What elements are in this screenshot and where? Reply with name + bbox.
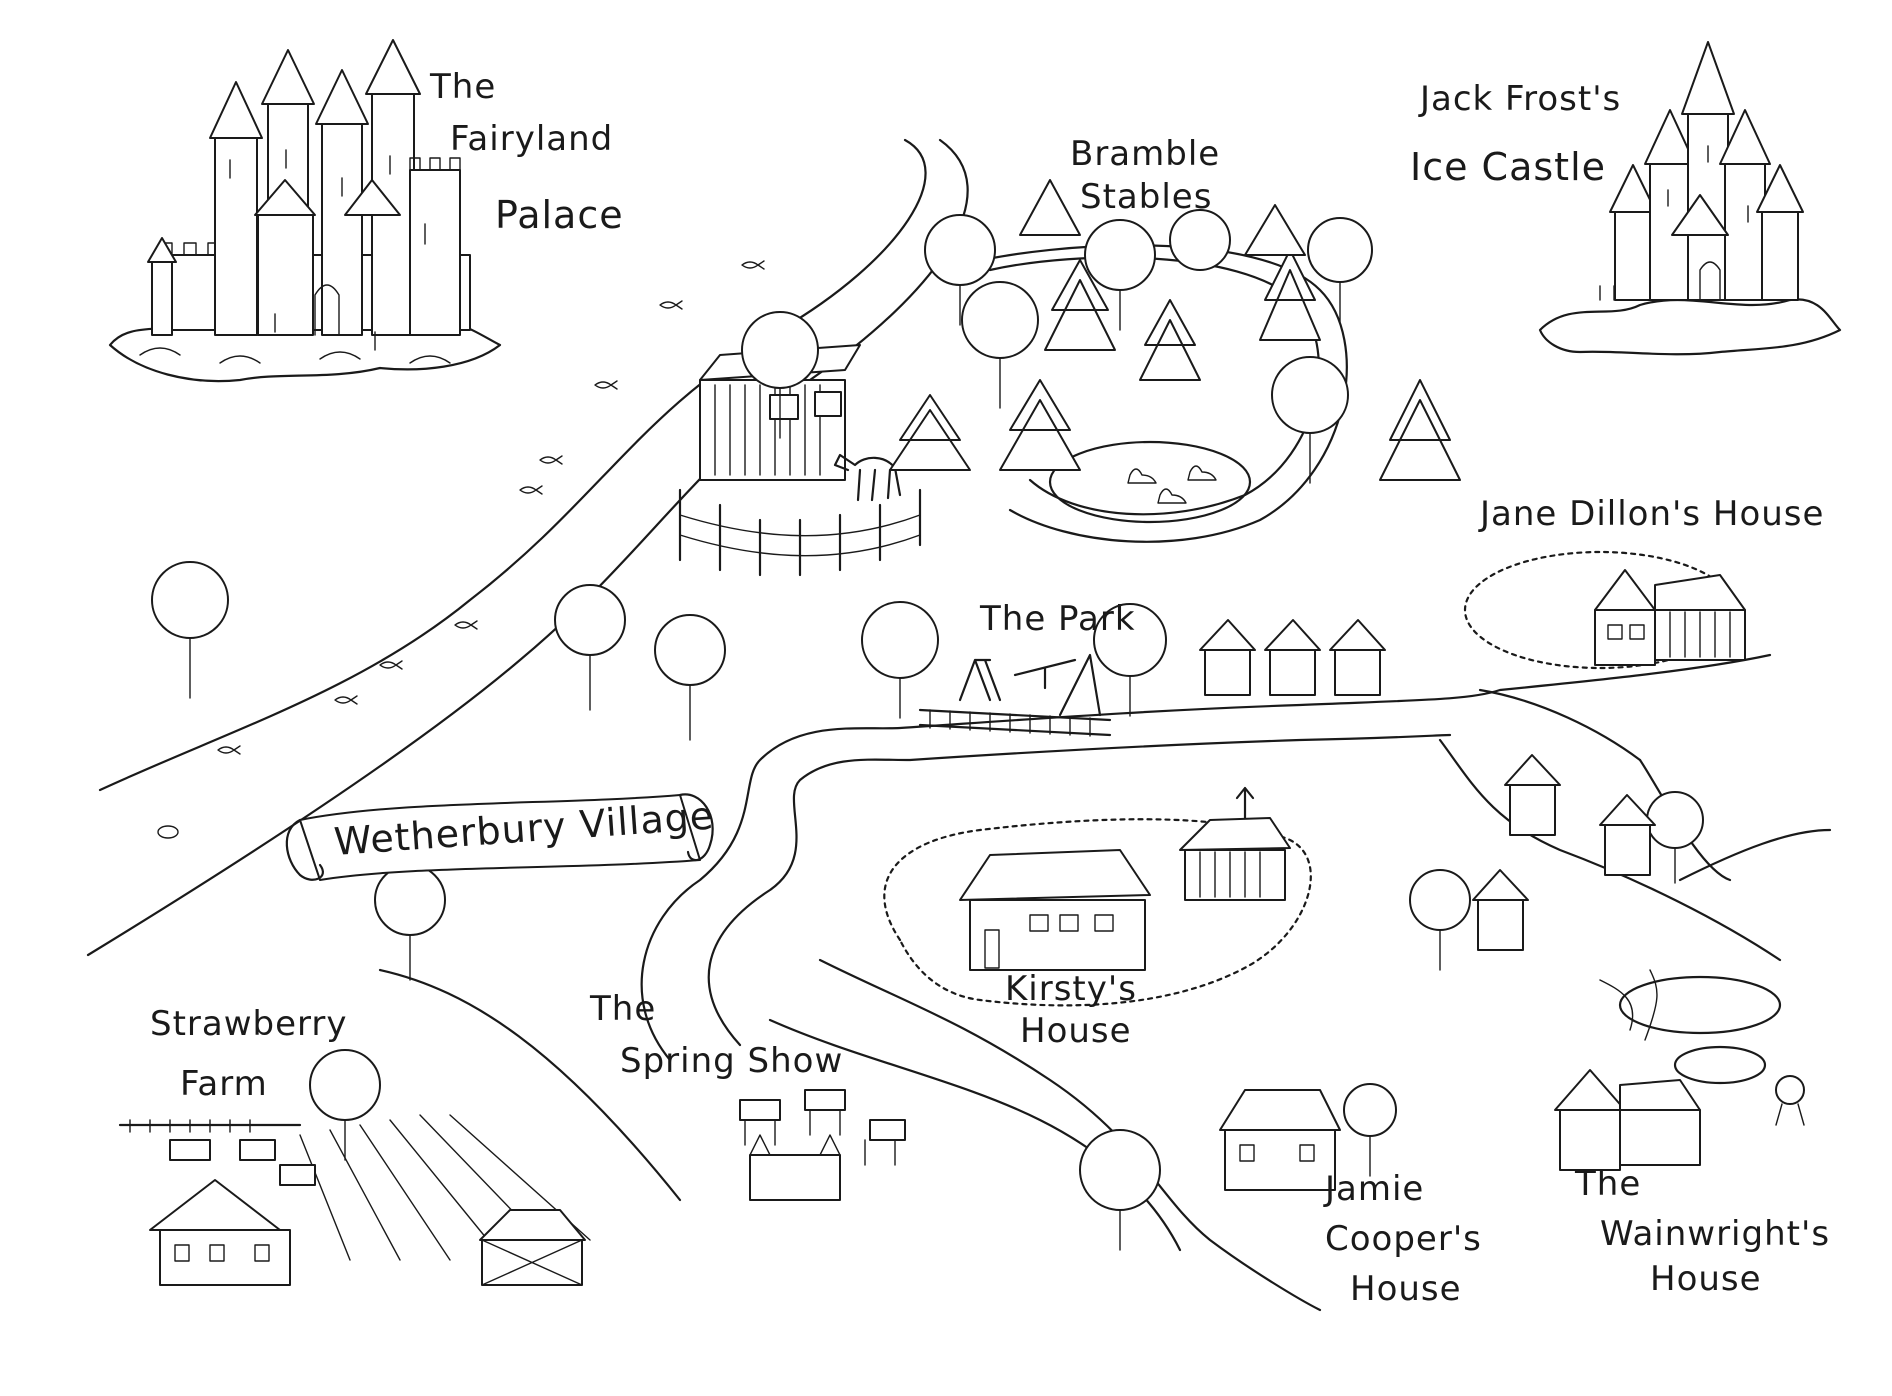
wainwrights-label-1: The xyxy=(1574,1164,1641,1204)
wainwrights-house xyxy=(1554,969,1805,1171)
village-trees xyxy=(151,561,1704,1251)
ice-castle-label-2: Ice Castle xyxy=(1410,145,1606,189)
fairyland-palace-label-2: Fairyland xyxy=(450,119,613,159)
small-houses xyxy=(1472,754,1656,951)
bramble-stables-label-2: Stables xyxy=(1080,177,1212,217)
fairyland-palace xyxy=(108,39,502,383)
strawberry-farm-label-1: Strawberry xyxy=(150,1004,348,1044)
pine-tree-icons xyxy=(889,179,1461,481)
round-tree-icons xyxy=(741,209,1373,484)
jane-dillon-house xyxy=(1463,550,1746,670)
spring-show-label-1: The xyxy=(589,989,656,1029)
jamie-cooper-label-3: House xyxy=(1350,1269,1462,1309)
kirstys-house xyxy=(883,786,1312,1007)
kirstys-house-label-2: House xyxy=(1020,1011,1132,1051)
wainwrights-label-3: House xyxy=(1650,1259,1762,1299)
spring-show xyxy=(739,1089,906,1201)
fairyland-palace-label-1: The xyxy=(429,67,496,107)
jamie-cooper-house xyxy=(1219,1083,1397,1191)
shop-icons xyxy=(1199,619,1386,696)
ice-castle-label-1: Jack Frost's xyxy=(1418,79,1621,119)
spring-show-label-2: Spring Show xyxy=(620,1041,843,1081)
roads xyxy=(640,653,1832,1312)
jane-dillon-label: Jane Dillon's House xyxy=(1478,494,1824,534)
kirstys-house-label-1: Kirsty's xyxy=(1005,969,1137,1009)
wetherbury-village-banner xyxy=(285,793,714,881)
horse-icon xyxy=(833,453,902,502)
jamie-cooper-label-1: Jamie xyxy=(1323,1169,1424,1209)
ice-castle xyxy=(1538,41,1842,356)
bramble-stables-label-1: Bramble xyxy=(1070,134,1220,174)
jamie-cooper-label-2: Cooper's xyxy=(1325,1219,1482,1259)
the-park xyxy=(861,601,1386,737)
bramble-stables xyxy=(678,179,1461,577)
fairyland-palace-label-3: Palace xyxy=(495,193,624,237)
strawberry-farm-label-2: Farm xyxy=(180,1064,268,1104)
fish-icons xyxy=(157,260,765,839)
the-park-label: The Park xyxy=(979,599,1136,639)
duck-icons xyxy=(1127,465,1217,504)
strawberry-farm xyxy=(118,968,682,1286)
wainwrights-label-2: Wainwright's xyxy=(1600,1214,1830,1254)
